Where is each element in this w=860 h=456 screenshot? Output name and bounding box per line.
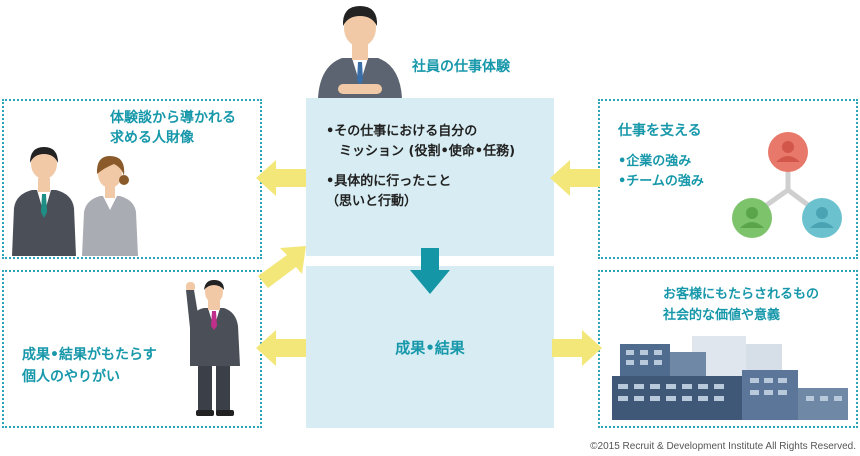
arrow-left-bottom-icon [256, 330, 306, 366]
man-woman-icon [12, 147, 138, 256]
support-list: •企業の強み •チームの強み [618, 152, 704, 192]
center-item-mission: •その仕事における自分の ミッション (役割•使命•任務) [326, 124, 516, 159]
arrow-diagonal-icon [258, 246, 306, 288]
cheering-man-icon [186, 280, 240, 416]
result-label: 成果•結果 [395, 338, 465, 357]
buildings-icon [612, 336, 848, 420]
arrow-left-top-icon [256, 160, 306, 196]
center-item-actions: •具体的に行ったこと （思いと行動） [326, 174, 452, 209]
top-label: 社員の仕事体験 [412, 59, 510, 75]
businessman-icon [318, 6, 402, 98]
support-title: 仕事を支える [618, 123, 702, 139]
network-icon [732, 132, 842, 238]
ideal-talent-label: 体験談から導かれる 求める人財像 [110, 110, 236, 146]
support-item-company: •企業の強み [618, 154, 692, 169]
center-experience-list: •その仕事における自分の ミッション (役割•使命•任務) •具体的に行ったこと… [326, 122, 515, 222]
copyright: ©2015 Recruit & Development Institute Al… [590, 441, 856, 452]
support-item-team: •チームの強み [618, 174, 704, 189]
arrow-from-right-icon [550, 160, 600, 196]
arrow-to-right-icon [552, 330, 602, 366]
personal-reward-label: 成果•結果がもたらす 個人のやりがい [22, 347, 157, 385]
arrow-down-icon [410, 248, 450, 294]
center-experience-panel [306, 98, 554, 256]
social-value-label: お客様にもたらされるもの 社会的な価値や意義 [663, 287, 820, 323]
